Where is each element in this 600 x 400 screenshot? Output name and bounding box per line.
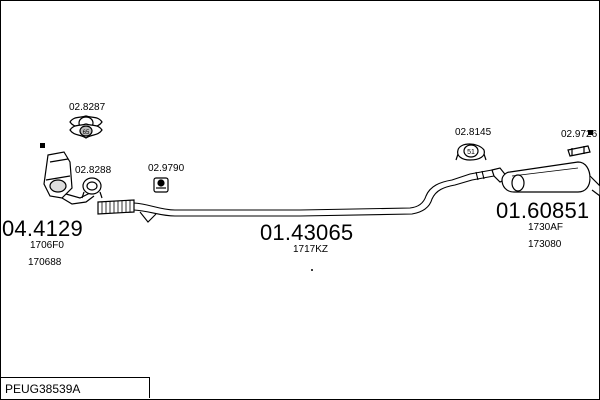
rear-silencer-icon[interactable] bbox=[491, 130, 600, 197]
catalyst-ref-1: 1706F0 bbox=[30, 240, 64, 251]
diagram-code: PEUG38539A bbox=[5, 382, 81, 396]
dot-mark bbox=[311, 269, 313, 271]
middle-pipe-ref-1: 1717KZ bbox=[293, 244, 329, 255]
accessory-label-d: 02.8145 bbox=[455, 127, 492, 138]
accessory-label-e: 02.9726 bbox=[561, 129, 598, 140]
middle-pipe-icon[interactable] bbox=[133, 169, 495, 223]
clamp-icon[interactable] bbox=[81, 177, 103, 199]
rubber-mount-icon[interactable] bbox=[567, 145, 591, 157]
flex-pipe-icon[interactable] bbox=[97, 199, 135, 215]
hanger-icon[interactable]: 51 bbox=[455, 143, 487, 161]
hanger-mark-label: 51 bbox=[467, 149, 475, 156]
rear-silencer-ref-1: 1730AF bbox=[528, 222, 564, 233]
catalyst-ref-2: 170688 bbox=[28, 257, 62, 268]
rear-silencer-part-number: 01.60851 bbox=[496, 198, 590, 223]
middle-pipe-part-number: 01.43065 bbox=[260, 220, 354, 245]
diagram-code-box: PEUG38539A bbox=[1, 377, 150, 398]
svg-text:65: 65 bbox=[83, 130, 90, 136]
bracket-icon[interactable] bbox=[153, 177, 169, 193]
accessory-label-c: 02.9790 bbox=[148, 163, 185, 174]
rear-silencer-ref-2: 173080 bbox=[528, 239, 562, 250]
accessory-label-a: 02.8287 bbox=[69, 102, 106, 113]
marker-square bbox=[40, 143, 45, 148]
gasket-icon[interactable]: 65 bbox=[69, 115, 103, 139]
catalyst-part-number: 04.4129 bbox=[2, 216, 83, 241]
accessory-label-b: 02.8288 bbox=[75, 165, 112, 176]
catalyst-icon[interactable] bbox=[43, 151, 95, 205]
